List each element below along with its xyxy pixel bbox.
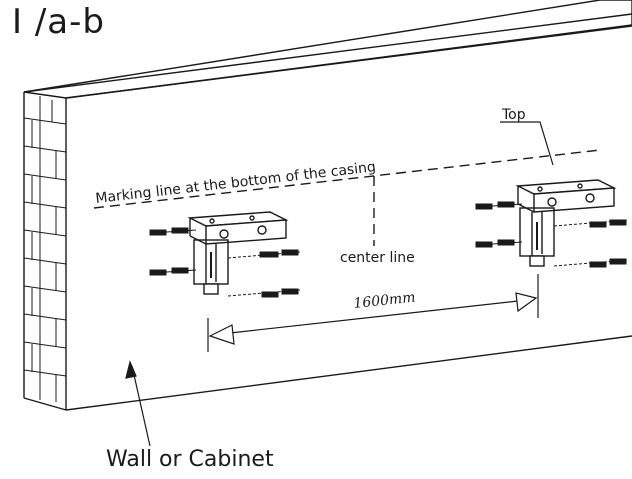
left-anchor-screws bbox=[149, 227, 301, 298]
marking-line bbox=[93, 149, 601, 209]
right-bracket bbox=[515, 179, 617, 267]
wall-arrow bbox=[125, 360, 151, 447]
figure-title: I /a-b bbox=[12, 2, 105, 42]
distance-label: 1600mm bbox=[353, 290, 417, 312]
center-line-label: center line bbox=[340, 250, 415, 266]
top-leader bbox=[500, 121, 554, 166]
left-bracket bbox=[187, 211, 289, 295]
wall-or-cabinet-label: Wall or Cabinet bbox=[106, 447, 274, 472]
brick-pattern bbox=[23, 100, 67, 402]
right-anchor-screws bbox=[475, 201, 629, 268]
marking-line-label: Marking line at the bottom of the casing bbox=[95, 159, 377, 207]
dimension-line bbox=[207, 274, 539, 352]
wall-slab bbox=[23, 0, 632, 411]
top-label: Top bbox=[501, 107, 526, 123]
